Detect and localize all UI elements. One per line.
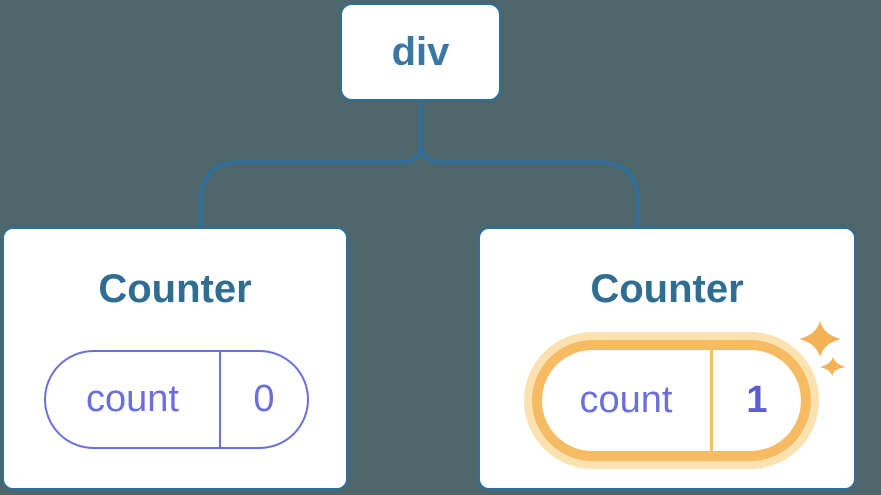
state-key: count [542,350,713,451]
connector-right-branch [419,142,640,228]
state-pill: count 0 [44,350,309,449]
root-node: div [340,3,501,101]
state-value-text: 1 [746,379,768,421]
counter-card-left: Counter count 0 [2,227,348,490]
card-title: Counter [590,267,744,311]
state-key: count [46,352,221,447]
state-pill-highlighted: count 1 [532,340,811,461]
counter-card-right: Counter count 1 [478,227,856,490]
connector-left-branch [199,101,423,228]
state-value: 1 [713,350,801,451]
root-node-label: div [391,29,450,74]
card-title: Counter [98,267,252,311]
state-value: 0 [253,378,275,420]
